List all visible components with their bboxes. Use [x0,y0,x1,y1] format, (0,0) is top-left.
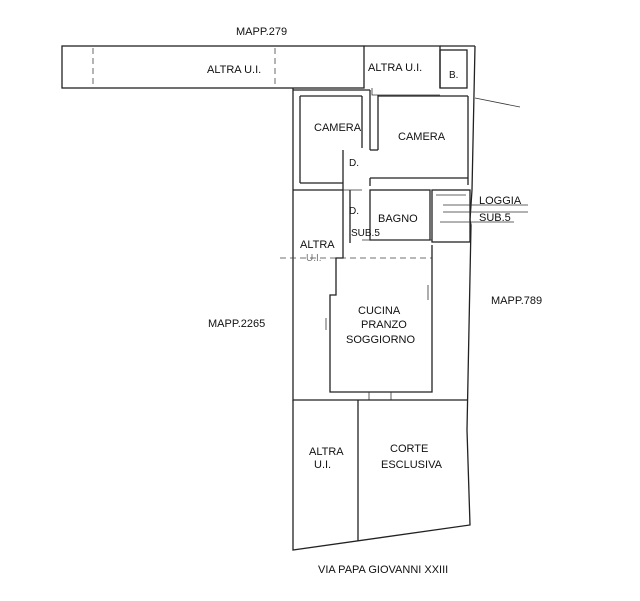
bagno-block [362,189,432,241]
altra-ui-south-label-line1: ALTRA [309,446,344,458]
loggia-label: LOGGIA [479,195,522,207]
sub-outer-label: SUB.5 [479,212,511,224]
bagno-label: BAGNO [378,213,418,225]
cucina-block [325,245,467,401]
soggiorno-label: SOGGIORNO [346,334,416,346]
closet-b-label: B. [449,70,458,81]
west-parcel-label: MAPP.2265 [208,318,265,330]
cucina-label: CUCINA [358,305,401,317]
upper-walls [293,89,469,190]
sub-inner-label: SUB.5 [351,228,380,239]
altra-ui-north-long-block [61,45,365,89]
building-outline [292,45,521,551]
pranzo-label: PRANZO [361,319,407,331]
corte-label: CORTE [390,443,428,455]
camera-left-label: CAMERA [314,122,362,134]
east-parcel-label: MAPP.789 [491,295,542,307]
altra-ui-north-small-label: ALTRA U.I. [368,62,422,74]
street-label: VIA PAPA GIOVANNI XXIII [318,564,448,576]
d-upper-label: D. [349,158,359,169]
altra-ui-north-long-label: ALTRA U.I. [207,64,261,76]
d-lower-label: D. [349,206,359,217]
altra-ui-west-label-line1: ALTRA [300,239,335,251]
north-parcel-label: MAPP.279 [236,26,287,38]
closet-b-block [439,45,475,89]
camera-right-label: CAMERA [398,131,446,143]
esclusiva-label: ESCLUSIVA [381,459,443,471]
loggia-block [431,189,528,243]
altra-ui-west-label-line2: U.I. [306,253,322,264]
corridor-walls [293,189,362,250]
altra-ui-south-label-line2: U.I. [314,459,331,471]
